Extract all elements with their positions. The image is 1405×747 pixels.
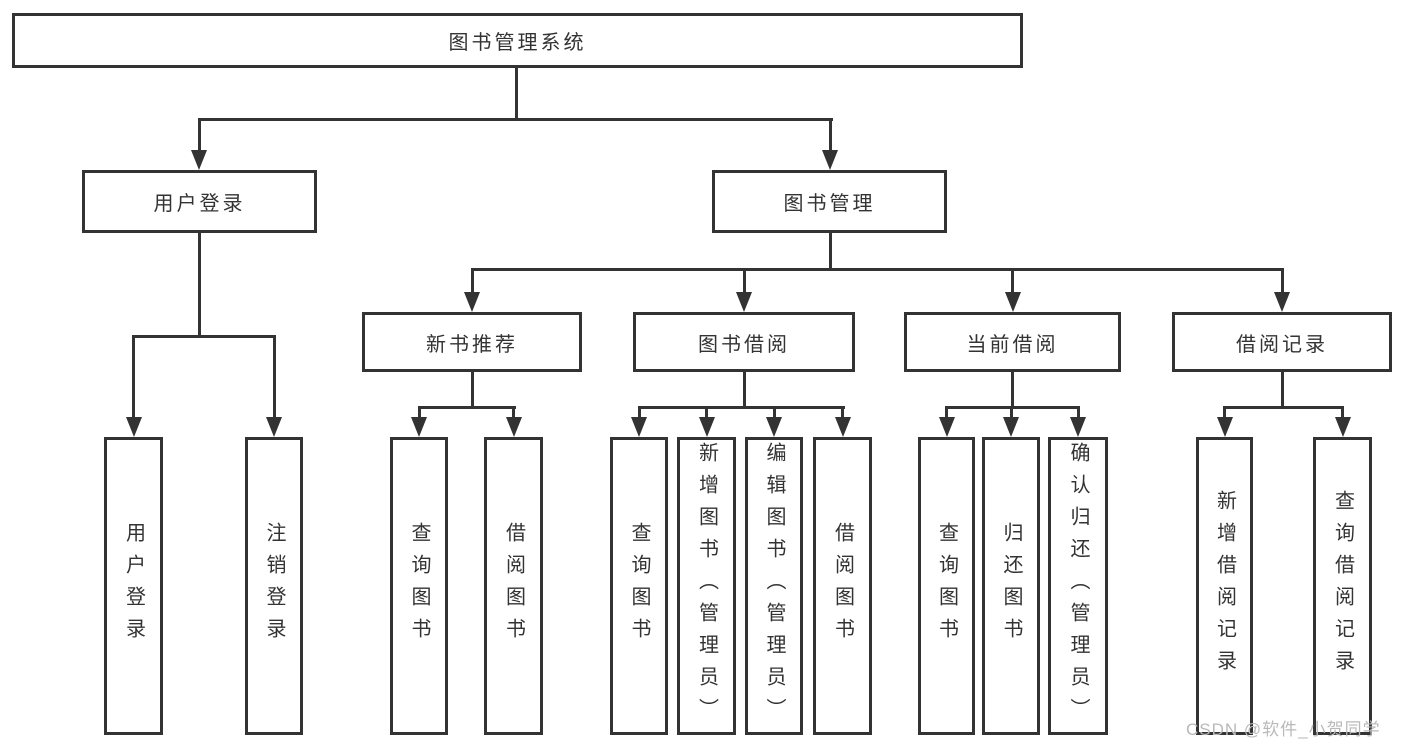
node-label: 用户登录: [122, 522, 145, 650]
arrow-head-icon: [1003, 417, 1019, 437]
leaf-borrow-books-newbook: 借阅图书: [484, 437, 543, 735]
arrow-head-icon: [505, 417, 522, 437]
leaf-query-books-newbook: 查询图书: [390, 437, 448, 735]
connector-line: [945, 406, 1080, 409]
node-label: 新书推荐: [426, 333, 518, 356]
node-label: 查询借阅记录: [1331, 490, 1354, 682]
node-label: 图书管理: [783, 193, 876, 215]
connector-line: [637, 406, 641, 423]
connector-line: [1076, 406, 1080, 423]
arrow-head-icon: [1216, 417, 1233, 437]
arrow-head-icon: [266, 417, 282, 437]
node-label: 图书管理系统: [448, 32, 587, 54]
connector-line: [1009, 406, 1013, 423]
connector-line: [197, 118, 201, 154]
arrow-head-icon: [1070, 417, 1086, 437]
arrow-head-icon: [698, 417, 715, 437]
leaf-query-books-borrow: 查询图书: [610, 437, 668, 735]
leaf-borrow-books: 借阅图书: [813, 437, 872, 735]
leaf-user-login: 用户登录: [104, 437, 163, 735]
arrow-head-icon: [822, 150, 838, 170]
leaf-query-books-current: 查询图书: [918, 437, 975, 735]
node-book-management: 图书管理: [712, 170, 947, 233]
connector-line: [1223, 406, 1226, 423]
arrow-head-icon: [1274, 292, 1290, 312]
connector-line: [828, 118, 832, 154]
connector-line: [841, 406, 844, 423]
connector-line: [132, 335, 276, 338]
connector-line: [1280, 372, 1284, 406]
arrow-head-icon: [766, 417, 782, 437]
arrow-head-icon: [736, 292, 752, 312]
node-label: 归还图书: [1000, 522, 1022, 650]
node-current-borrowing: 当前借阅: [904, 312, 1121, 372]
connector-line: [828, 233, 832, 268]
connector-line: [742, 268, 746, 296]
connector-line: [470, 268, 1284, 271]
leaf-logout: 注销登录: [245, 437, 303, 735]
node-label: 用户登录: [153, 193, 246, 215]
arrow-head-icon: [191, 150, 207, 170]
leaf-add-books-admin: 新增图书（管理员）: [677, 437, 736, 735]
csdn-watermark: CSDN @软件_小贺同学: [1186, 720, 1381, 739]
leaf-confirm-return-admin: 确认归还（管理员）: [1048, 437, 1108, 735]
connector-line: [1280, 268, 1284, 296]
node-user-login: 用户登录: [82, 170, 317, 233]
connector-line: [514, 68, 518, 118]
node-label: 查询图书: [628, 522, 650, 650]
arrow-head-icon: [464, 292, 480, 312]
node-label: 编辑图书（管理员）: [763, 442, 785, 730]
connector-line: [197, 233, 201, 335]
connector-line: [742, 372, 746, 406]
arrow-head-icon: [1334, 417, 1351, 437]
connector-line: [945, 406, 948, 423]
arrow-head-icon: [1004, 292, 1021, 312]
connector-line: [417, 406, 421, 423]
connector-line: [132, 335, 135, 421]
connector-line: [772, 406, 776, 423]
connector-line: [1011, 372, 1014, 406]
arrow-head-icon: [834, 417, 851, 437]
node-label: 新增图书（管理员）: [695, 442, 718, 730]
node-new-book-recommend: 新书推荐: [362, 312, 582, 372]
node-label: 确认归还（管理员）: [1067, 442, 1089, 730]
leaf-edit-books-admin: 编辑图书（管理员）: [745, 437, 803, 735]
connector-line: [1011, 268, 1014, 296]
node-label: 查询图书: [935, 522, 958, 650]
leaf-query-borrow-record: 查询借阅记录: [1313, 437, 1372, 735]
node-book-borrowing: 图书借阅: [633, 312, 855, 372]
leaf-return-books: 归还图书: [982, 437, 1040, 735]
connector-line: [470, 268, 474, 296]
arrow-head-icon: [938, 417, 955, 437]
arrow-head-icon: [411, 417, 427, 437]
node-label: 当前借阅: [966, 333, 1059, 356]
node-label: 新增借阅记录: [1213, 490, 1236, 682]
arrow-head-icon: [631, 417, 647, 437]
node-label: 借阅图书: [502, 522, 525, 650]
node-label: 借阅图书: [831, 522, 854, 650]
connector-line: [705, 406, 708, 423]
node-label: 查询图书: [408, 522, 430, 650]
leaf-add-borrow-record: 新增借阅记录: [1196, 437, 1253, 735]
node-label: 借阅记录: [1236, 333, 1328, 356]
connector-line: [512, 406, 515, 423]
connector-line: [272, 335, 276, 421]
connector-line: [1341, 406, 1344, 423]
connector-line: [197, 118, 833, 121]
arrow-head-icon: [125, 417, 142, 437]
connector-line: [637, 406, 845, 409]
connector-line: [470, 372, 474, 406]
connector-line: [417, 406, 516, 409]
node-label: 图书借阅: [698, 333, 790, 356]
node-label: 注销登录: [263, 522, 285, 650]
connector-line: [1223, 406, 1344, 409]
node-root-system: 图书管理系统: [12, 13, 1023, 68]
node-borrowing-records: 借阅记录: [1172, 312, 1392, 372]
